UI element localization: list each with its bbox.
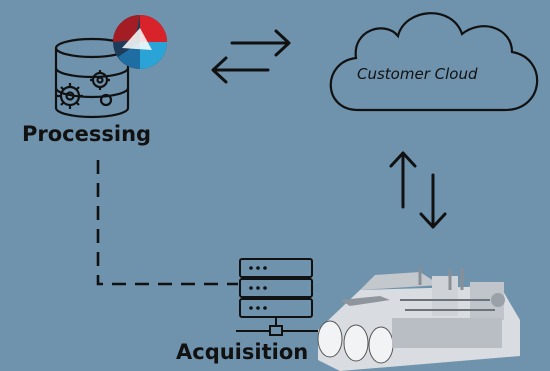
dashed-connector: [96, 160, 238, 286]
customer-cloud-label: Customer Cloud: [357, 65, 478, 83]
cloud-icon: [329, 12, 539, 112]
processing-label: Processing: [22, 122, 152, 146]
server-rack-icon: [236, 258, 318, 336]
tricolor-sphere-logo: [113, 15, 167, 69]
bidirectional-arrow-vertical: [389, 151, 447, 229]
database-gear-icon: [54, 37, 130, 119]
bidirectional-arrow-horizontal: [211, 29, 291, 84]
compressor-machine-image: [317, 268, 520, 371]
acquisition-label: Acquisition: [176, 340, 309, 364]
